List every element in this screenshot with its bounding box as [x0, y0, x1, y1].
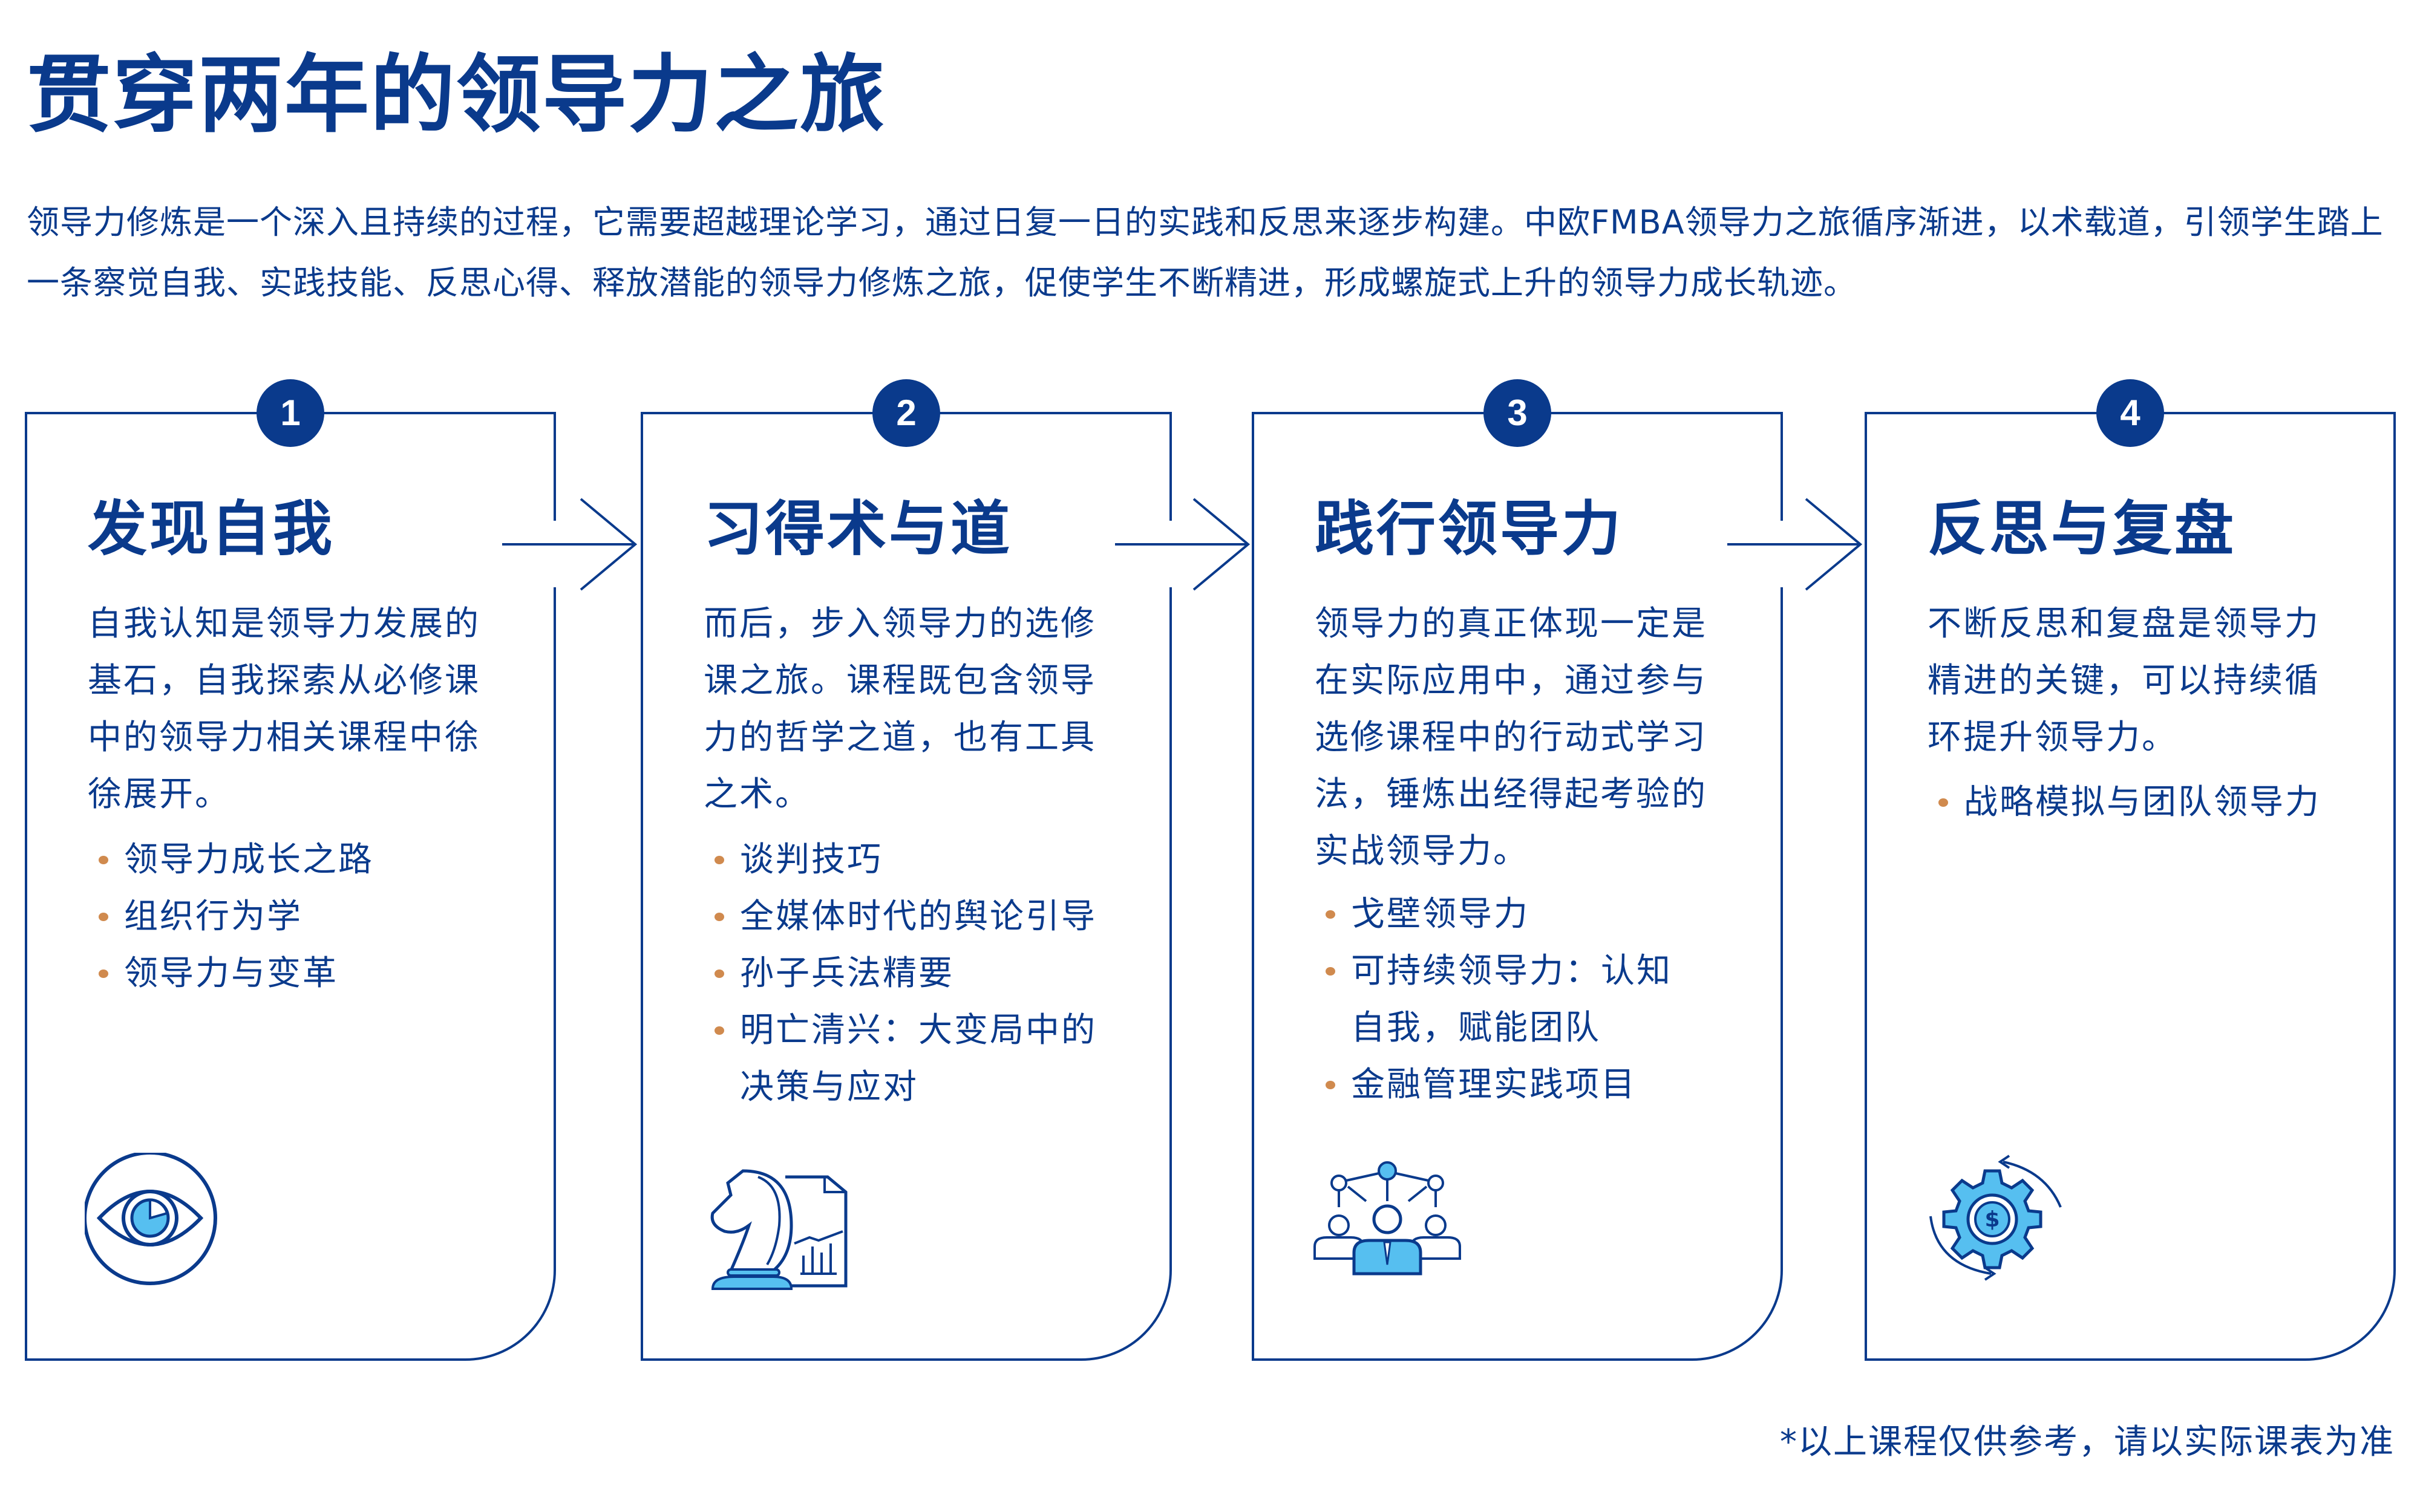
- team-network-icon: [1313, 1161, 1461, 1276]
- stage-title: 反思与复盘: [1928, 495, 2237, 564]
- arrow-right-icon: [1115, 498, 1251, 591]
- stage-title: 习得术与道: [704, 495, 1013, 564]
- intro-paragraph: 领导力修炼是一个深入且持续的过程，它需要超越理论学习，通过日复一日的实践和反思来…: [27, 203, 2384, 302]
- stage-card-1: 1 发现自我 自我认知是领导力发展的基石，自我探索从必修课中的领导力相关课程中徐…: [25, 379, 558, 1361]
- course-item: 组织行为学: [99, 888, 534, 945]
- stage-title: 发现自我: [88, 495, 335, 564]
- stage-description: 自我认知是领导力发展的基石，自我探索从必修课中的领导力相关课程中徐徐展开。: [88, 604, 480, 814]
- course-list: 战略模拟与团队领导力: [1938, 774, 2374, 831]
- arrow-gap: [1167, 521, 1174, 587]
- course-item: 领导力与变革: [99, 945, 534, 1002]
- arrow-gap: [551, 521, 558, 587]
- footnote: *以上课程仅供参考，请以实际课表为准: [1780, 1422, 2395, 1462]
- course-item: 孙子兵法精要: [715, 945, 1126, 1002]
- svg-text:$: $: [1984, 1207, 2000, 1232]
- step-badge: 3: [1483, 379, 1551, 447]
- stage-card-2: 2 习得术与道 而后，步入领导力的选修课之旅。课程既包含领导力的哲学之道，也有工…: [641, 379, 1174, 1361]
- course-item: 可持续领导力：认知自我，赋能团队: [1326, 943, 1701, 1057]
- stage-description: 不断反思和复盘是领导力精进的关键，可以持续循环提升领导力。: [1928, 604, 2320, 757]
- chess-knight-chart-icon: [710, 1169, 848, 1290]
- page-title: 贯穿两年的领导力之旅: [27, 45, 886, 145]
- course-item: 谈判技巧: [715, 832, 1126, 888]
- arrow-right-icon: [502, 498, 638, 591]
- stage-description: 而后，步入领导力的选修课之旅。课程既包含领导力的哲学之道，也有工具之术。: [704, 604, 1096, 814]
- course-list: 戈壁领导力 可持续领导力：认知自我，赋能团队 金融管理实践项目: [1326, 886, 1701, 1113]
- course-list: 谈判技巧 全媒体时代的舆论引导 孙子兵法精要 明亡清兴：大变局中的决策与应对: [715, 832, 1126, 1116]
- course-item: 明亡清兴：大变局中的决策与应对: [715, 1002, 1126, 1116]
- arrow-gap: [1778, 521, 1785, 587]
- course-item: 领导力成长之路: [99, 832, 534, 888]
- course-item: 金融管理实践项目: [1326, 1057, 1701, 1113]
- course-item: 戈壁领导力: [1326, 886, 1701, 943]
- eye-icon: [85, 1153, 217, 1285]
- course-item: 全媒体时代的舆论引导: [715, 888, 1126, 945]
- arrow-right-icon: [1727, 498, 1863, 591]
- step-badge: 2: [872, 379, 940, 447]
- step-badge: 4: [2096, 379, 2164, 447]
- stage-description: 领导力的真正体现一定是在实际应用中，通过参与选修课程中的行动式学习法，锤炼出经得…: [1315, 604, 1707, 871]
- stage-card-4: 4 反思与复盘 不断反思和复盘是领导力精进的关键，可以持续循环提升领导力。 战略…: [1865, 379, 2396, 1361]
- course-list: 领导力成长之路 组织行为学 领导力与变革: [99, 832, 534, 1002]
- gear-dollar-cycle-icon: $: [1929, 1155, 2062, 1281]
- stage-title: 践行领导力: [1315, 495, 1624, 564]
- course-item: 战略模拟与团队领导力: [1938, 774, 2374, 831]
- step-badge: 1: [257, 379, 324, 447]
- stage-card-3: 3 践行领导力 领导力的真正体现一定是在实际应用中，通过参与选修课程中的行动式学…: [1252, 379, 1785, 1361]
